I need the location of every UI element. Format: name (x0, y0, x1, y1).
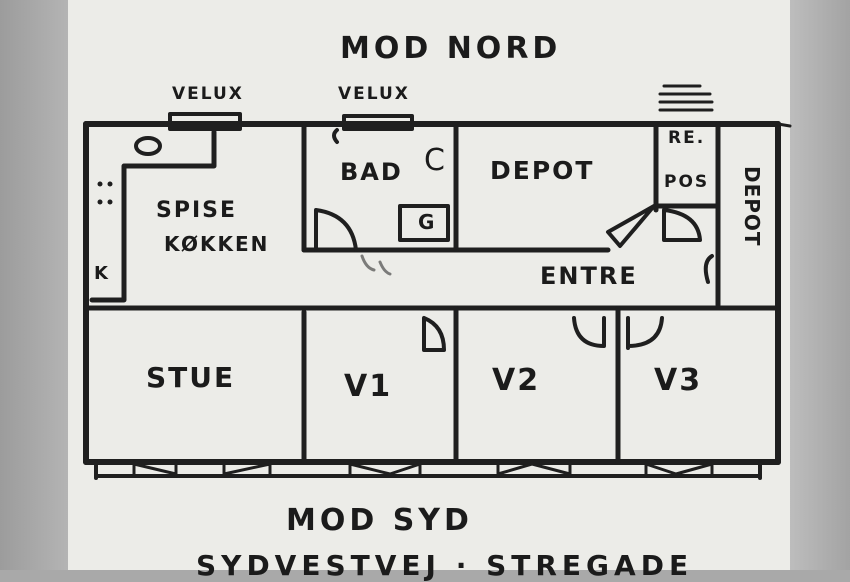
room-label-stue: STUE (146, 361, 236, 394)
room-label-spise: SPISE (156, 198, 238, 223)
room-label-v2: V2 (492, 363, 541, 398)
room-label-repos-1: RE. (668, 128, 706, 148)
door-bath (314, 208, 358, 252)
heading-north: MOD NORD (340, 31, 562, 66)
room-label-depot: DEPOT (490, 156, 595, 185)
room-label-depot-vertical: DEPOT (740, 166, 764, 247)
heading-south: MOD SYD (286, 503, 473, 538)
room-label-repos-2: POS (664, 172, 710, 192)
kitchen-mark: K (94, 263, 110, 284)
velux-window-2 (342, 114, 414, 131)
door-v2 (572, 316, 606, 348)
background-left (0, 0, 68, 570)
room-label-bad: BAD (340, 158, 403, 186)
room-label-entre: ENTRE (540, 262, 638, 290)
bath-fixture-c: C (424, 143, 447, 178)
velux-label-2: VELUX (338, 84, 410, 104)
velux-window-1 (168, 112, 242, 131)
interior-walls (83, 121, 781, 465)
bath-fixture-g: G (418, 210, 437, 234)
room-label-v1: V1 (344, 369, 393, 404)
door-v1 (422, 316, 446, 352)
sink (134, 136, 162, 156)
door-entrance (606, 204, 656, 248)
doors (314, 204, 714, 352)
kitchen-counter (89, 129, 217, 303)
skylights (168, 84, 714, 131)
velux-label-1: VELUX (172, 84, 244, 104)
south-windows (132, 460, 714, 478)
background-right (790, 0, 850, 570)
door-v3 (626, 316, 664, 350)
footer-street-partial: SYDVESTVEJ · STREGADE (196, 549, 694, 582)
outer-walls (83, 121, 781, 480)
room-label-v3: V3 (654, 363, 703, 398)
bath-fixtures (332, 128, 450, 242)
smudge-marks (360, 254, 392, 276)
shower-box (398, 204, 450, 242)
floor-plan-drawing (83, 84, 792, 480)
bath-tap (332, 128, 339, 144)
door-depot2 (703, 254, 714, 284)
door-repos (662, 208, 702, 242)
room-label-kokken: KØKKEN (164, 232, 270, 256)
